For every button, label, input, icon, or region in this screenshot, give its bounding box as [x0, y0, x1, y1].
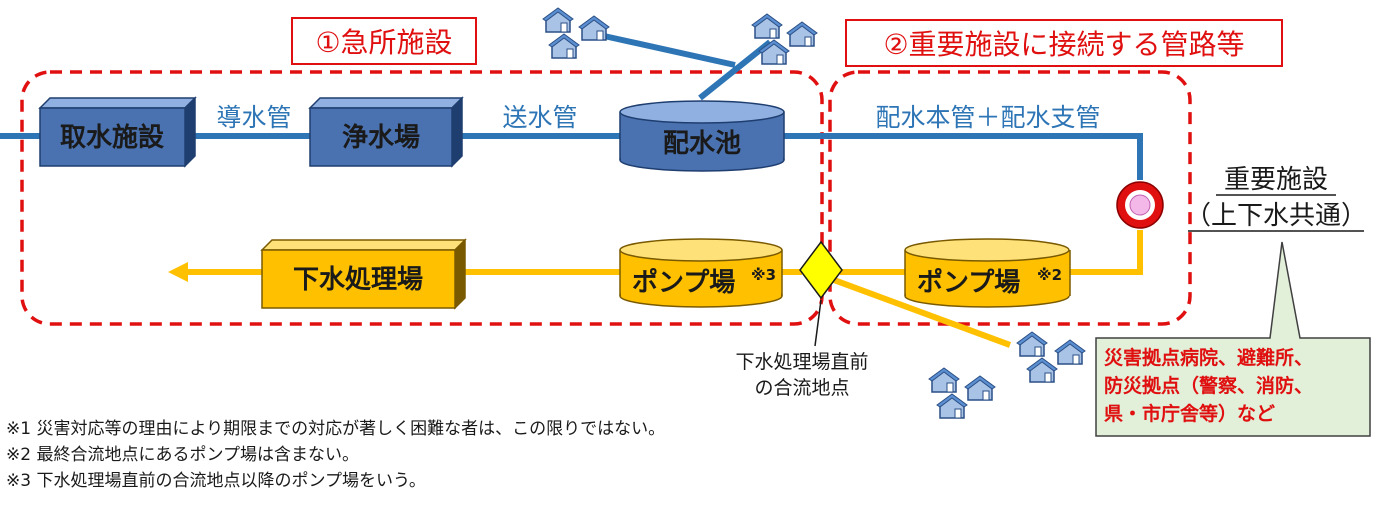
sewage-pipeline — [168, 230, 1143, 348]
urgent-facility-frame — [20, 70, 824, 326]
intake-facility-box: 取水施設 — [38, 96, 197, 168]
outflow-arrowhead-icon — [168, 262, 188, 282]
callout-line-3: 県・市庁舎等）など — [1104, 402, 1275, 425]
pump-station-2-cylinder: ポンプ場 ※2 — [904, 238, 1071, 308]
sewage-treatment-plant-box: 下水処理場 — [260, 238, 467, 310]
section-label-important: ②重要施設に接続する管路等 — [845, 19, 1283, 67]
sewage-treatment-plant-label: 下水処理場 — [293, 265, 423, 295]
important-facility-subtitle: （上下水共通） — [1185, 201, 1367, 231]
house-cluster-top-right-icon — [751, 13, 818, 65]
section-label-important-text: ②重要施設に接続する管路等 — [883, 28, 1244, 61]
reservoir-cylinder: 配水池 — [619, 100, 785, 172]
section-label-urgent: ①急所施設 — [291, 17, 477, 65]
important-facility-marker-icon — [1116, 181, 1164, 229]
house-cluster-top-left-icon — [542, 7, 610, 59]
confluence-label-line-1: 下水処理場直前 — [735, 351, 868, 373]
pump-station-2-note-mark: ※2 — [1037, 266, 1062, 284]
purification-plant-box: 浄水場 — [308, 96, 464, 168]
pump-station-1-note-mark: ※3 — [751, 266, 776, 284]
confluence-leader-line — [814, 299, 822, 347]
pump-station-2-label: ポンプ場 — [917, 267, 1020, 298]
section-label-urgent-text: ①急所施設 — [315, 26, 452, 59]
important-facility-frame — [828, 70, 1192, 326]
callout-line-2: 防災拠点（警察、消防、 — [1104, 374, 1313, 397]
footnote-2: ※2 最終合流地点にあるポンプ場は含まない。 — [6, 445, 359, 465]
pump-station-1-label: ポンプ場 — [632, 267, 735, 298]
reservoir-label: 配水池 — [663, 129, 741, 159]
conduit-pipe-label: 導水管 — [216, 103, 291, 132]
transmission-pipe-label: 送水管 — [502, 103, 577, 132]
water-pipeline — [0, 33, 1143, 180]
footnote-1: ※1 災害対応等の理由により期限までの対応が著しく困難な者は、この限りではない。 — [6, 419, 665, 439]
house-cluster-bottom-left-icon — [928, 367, 996, 419]
confluence-label-line-2: の合流地点 — [754, 377, 849, 399]
confluence-point-marker-icon — [799, 240, 843, 300]
house-cluster-bottom-right-icon — [1016, 331, 1086, 383]
distribution-pipe-label: 配水本管＋配水支管 — [875, 103, 1100, 132]
intake-facility-label: 取水施設 — [60, 122, 165, 153]
callout-line-1: 災害拠点病院、避難所、 — [1104, 346, 1313, 369]
important-facility-title: 重要施設 — [1224, 165, 1328, 195]
important-facility-callout: 災害拠点病院、避難所、 防災拠点（警察、消防、 県・市庁舎等）など — [1095, 241, 1371, 437]
footnote-3: ※3 下水処理場直前の合流地点以降のポンプ場をいう。 — [6, 471, 426, 491]
pump-station-1-cylinder: ポンプ場 ※3 — [619, 238, 783, 308]
purification-plant-label: 浄水場 — [342, 123, 420, 153]
